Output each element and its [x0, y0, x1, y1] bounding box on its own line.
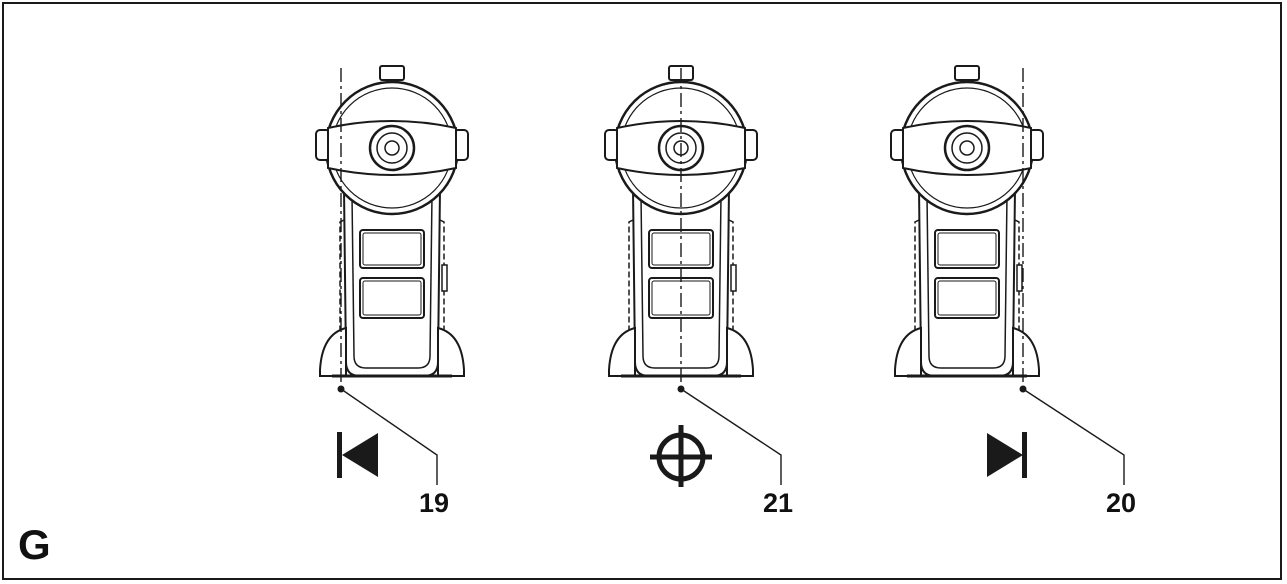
leader-line: [680, 388, 782, 485]
callout-21: 21: [763, 488, 794, 518]
crosshair-icon: [650, 425, 712, 487]
align-right-icon: [987, 432, 1027, 478]
leader-line: [1022, 388, 1125, 485]
callout-19: 19: [419, 488, 450, 518]
device-right: [889, 64, 1125, 485]
device-center: [603, 64, 782, 487]
figure-letter: G: [18, 521, 51, 568]
callout-20: 20: [1106, 488, 1137, 518]
leader-line: [340, 388, 438, 485]
device-left: [314, 64, 470, 485]
align-left-icon: [337, 432, 378, 478]
